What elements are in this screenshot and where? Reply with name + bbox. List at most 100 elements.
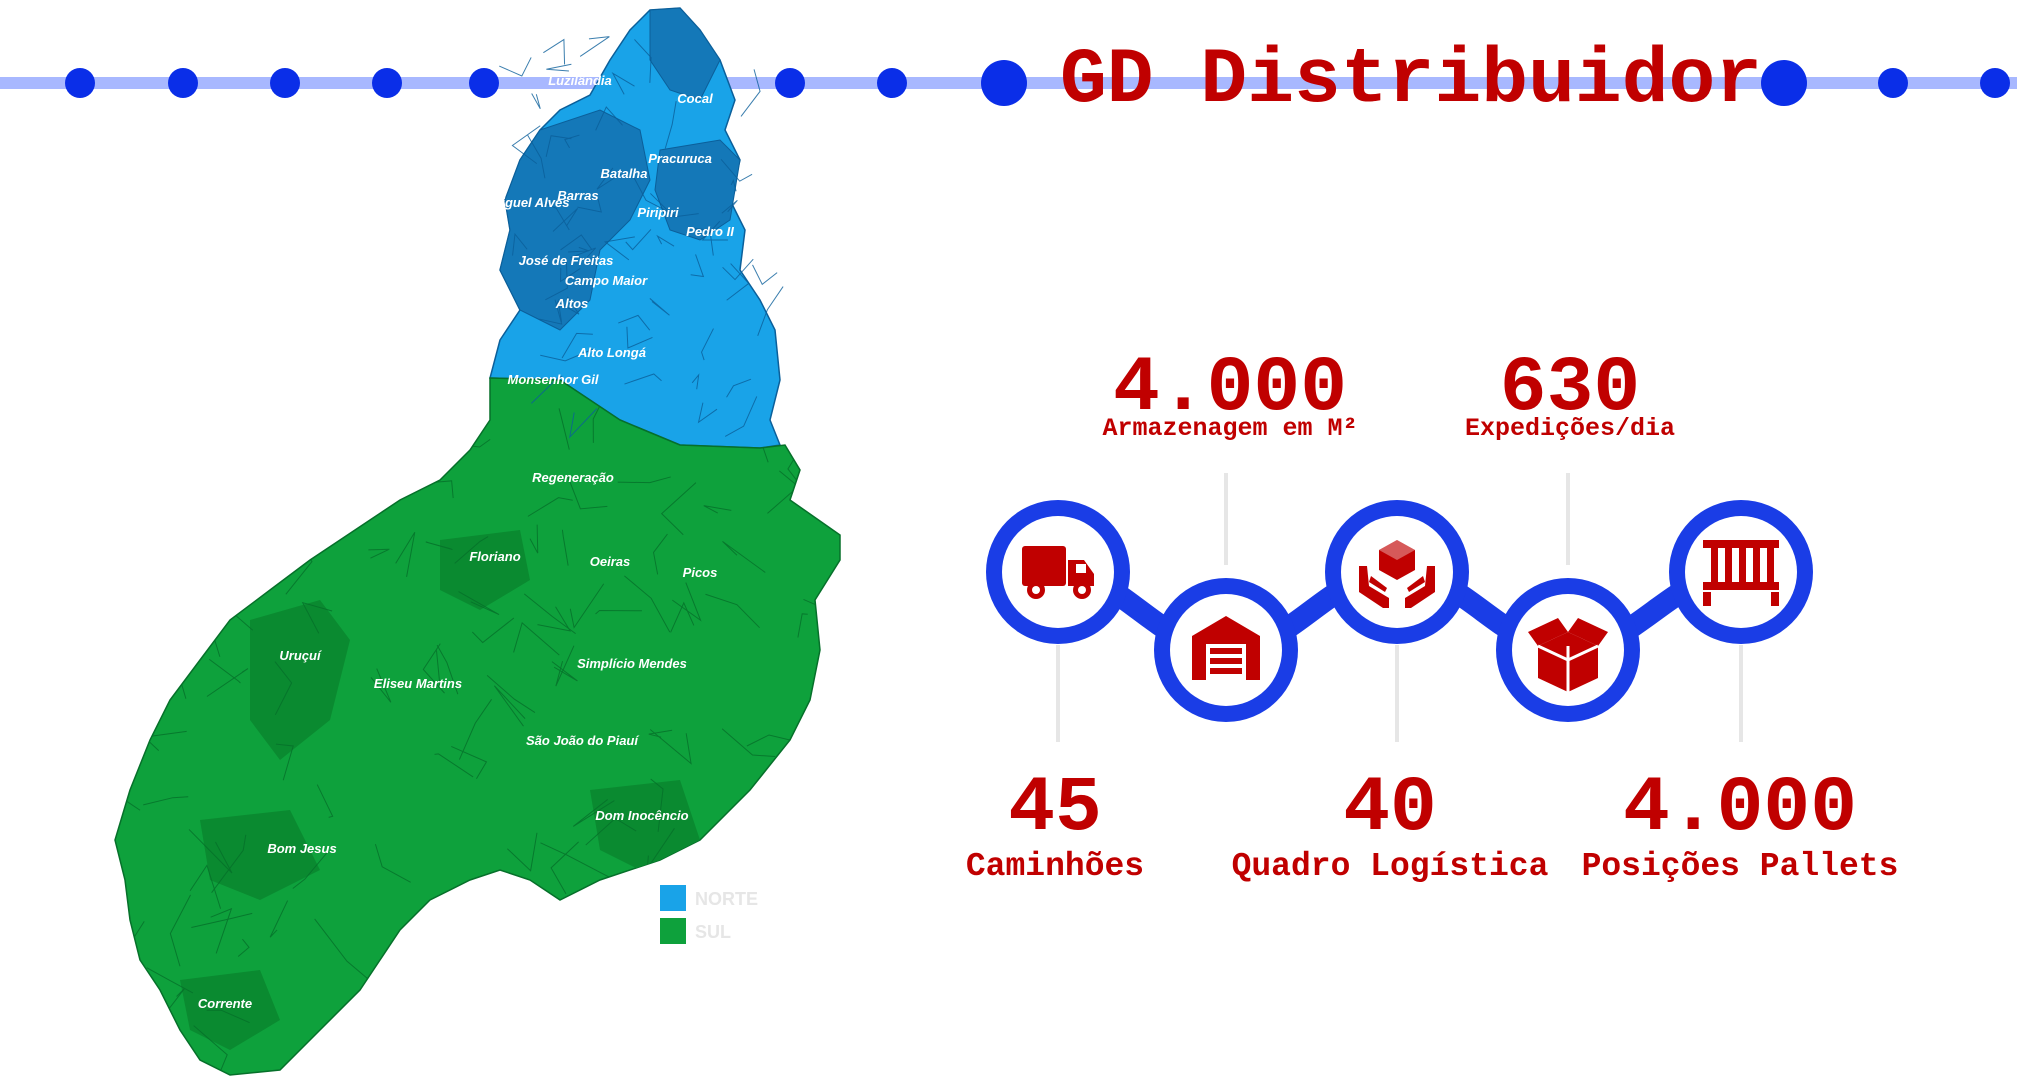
municipal-border: [569, 408, 598, 439]
legend-label-north: NORTE: [695, 889, 758, 909]
region-south-dark-2: [440, 530, 530, 610]
storage-value: 4.000: [1112, 345, 1348, 433]
city-label: Campo Maior: [565, 273, 648, 288]
city-label: Alto Longá: [577, 345, 646, 360]
logistics-label: Quadro Logística: [1231, 848, 1549, 885]
municipal-border: [511, 125, 541, 164]
city-label: Bom Jesus: [267, 841, 336, 856]
region-north-dark: [499, 109, 651, 331]
shipments-label: Expedições/dia: [1464, 414, 1676, 443]
municipal-border: [701, 220, 728, 241]
municipal-border: [559, 267, 581, 283]
municipal-border: [730, 178, 737, 192]
municipal-border: [275, 743, 294, 781]
municipal-border: [568, 246, 589, 253]
municipal-border: [720, 158, 753, 182]
municipal-border: [531, 93, 541, 110]
municipal-border: [726, 378, 752, 398]
municipal-border: [368, 548, 390, 559]
municipal-border: [493, 685, 526, 727]
timeline-dot: [469, 68, 499, 98]
municipal-border: [552, 207, 579, 232]
region-north-dark-2: [649, 7, 721, 101]
municipal-border: [650, 778, 664, 832]
municipal-border: [540, 842, 611, 879]
municipal-border: [545, 258, 568, 301]
municipal-border: [274, 661, 293, 716]
municipal-border: [434, 753, 474, 778]
city-label: Cocal: [677, 91, 713, 106]
municipal-border: [757, 286, 784, 336]
municipal-border: [652, 533, 668, 575]
municipal-border: [660, 482, 697, 536]
city-label: Picos: [683, 565, 718, 580]
municipal-border: [721, 728, 776, 758]
municipal-border: [454, 536, 489, 564]
municipal-border: [370, 668, 392, 703]
municipal-border: [752, 264, 778, 286]
timeline-dot: [168, 68, 198, 98]
municipal-border: [395, 531, 416, 577]
city-label: Batalha: [601, 166, 648, 181]
municipal-border: [143, 796, 189, 806]
trucks-value: 45: [1008, 765, 1102, 853]
truck-icon: [1022, 546, 1094, 599]
municipal-border: [269, 900, 289, 938]
municipal-border: [697, 402, 718, 424]
municipal-border: [664, 101, 677, 149]
municipal-border: [572, 799, 615, 827]
municipal-border: [691, 373, 700, 390]
municipal-border: [458, 699, 493, 760]
city-label: Monsenhor Gil: [508, 372, 599, 387]
city-label: Simplício Mendes: [577, 656, 687, 671]
municipal-border: [512, 232, 528, 256]
municipal-border: [722, 540, 766, 573]
municipal-border: [596, 167, 622, 190]
region-south-dark-4: [200, 810, 320, 900]
city-label: Dom Inocêncio: [595, 808, 688, 823]
timeline-dot: [1761, 60, 1807, 106]
municipal-border: [546, 63, 572, 72]
municipal-border: [566, 475, 608, 510]
region-south-dark-5: [180, 970, 280, 1050]
municipal-border: [724, 396, 758, 437]
municipal-border: [314, 918, 378, 987]
city-label: Barras: [557, 188, 598, 203]
municipal-border: [561, 296, 580, 315]
pallets-value: 4.000: [1622, 765, 1858, 853]
shipments-value: 630: [1499, 345, 1641, 433]
city-label: Oeiras: [590, 554, 630, 569]
city-label: Piripiri: [637, 205, 679, 220]
municipal-border: [513, 621, 560, 656]
legend-swatch-south: [660, 918, 686, 944]
municipal-border: [169, 894, 192, 967]
municipal-border: [543, 202, 570, 231]
top-timeline: [0, 60, 2017, 106]
city-label: Floriano: [469, 549, 520, 564]
municipal-border: [726, 263, 750, 301]
municipal-border: [649, 298, 670, 316]
city-label: São João do Piauí: [526, 733, 639, 748]
municipal-border: [579, 36, 610, 57]
timeline-dot: [372, 68, 402, 98]
legend-label-south: SUL: [695, 922, 731, 942]
municipal-border: [211, 834, 247, 893]
municipal-border: [656, 234, 675, 247]
municipal-border: [722, 258, 754, 281]
pallet-rack-icon: [1703, 540, 1779, 606]
city-label: Pracuruca: [648, 151, 712, 166]
municipal-border: [797, 613, 808, 638]
municipal-border: [316, 784, 334, 818]
region-south-dark-1: [250, 600, 350, 760]
municipal-border: [206, 668, 249, 697]
municipal-border: [555, 298, 563, 323]
timeline-dot: [65, 68, 95, 98]
municipal-border: [555, 645, 575, 687]
municipal-border: [486, 674, 536, 713]
pallets-label: Posições Pallets: [1581, 848, 1899, 885]
municipal-border: [703, 505, 732, 514]
municipal-border: [705, 593, 760, 629]
municipal-border: [237, 938, 250, 957]
